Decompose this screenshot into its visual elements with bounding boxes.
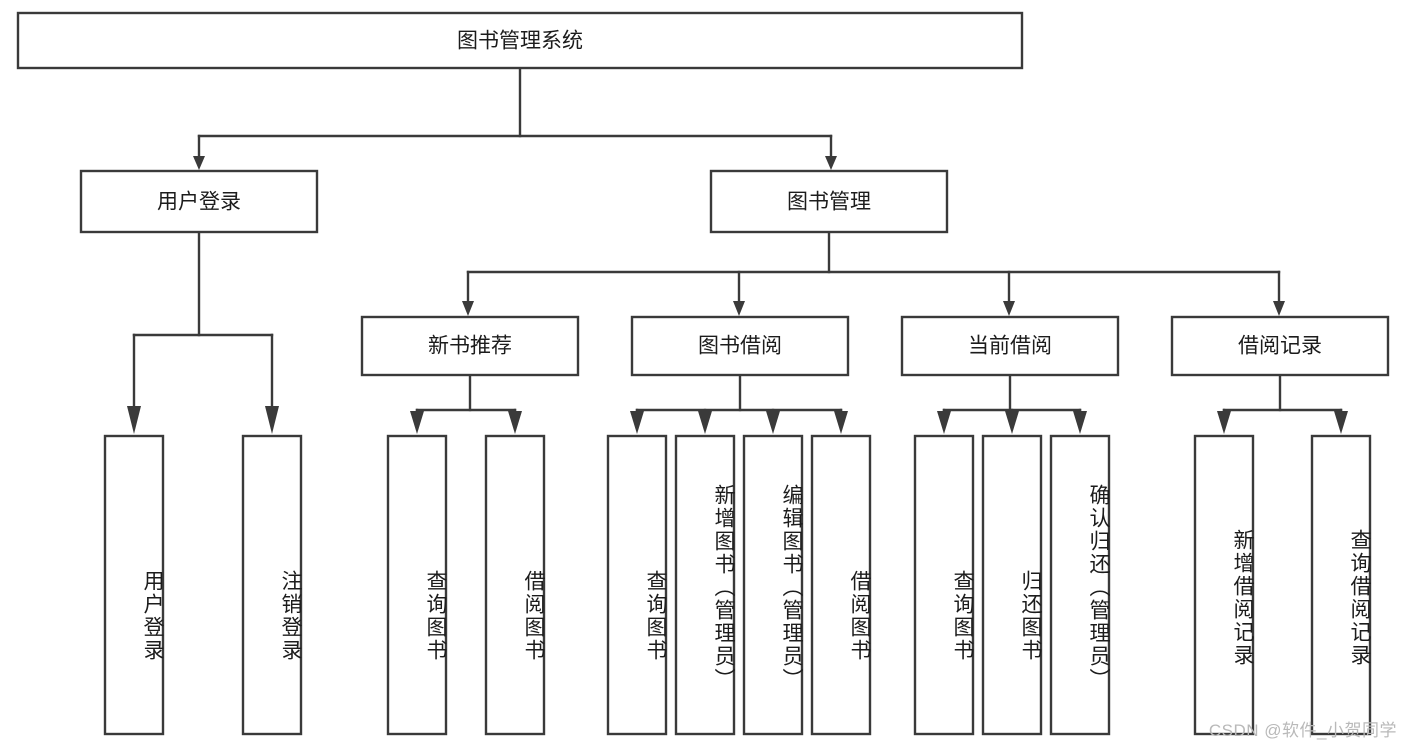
arrowhead-book-manage: [825, 156, 837, 170]
node-user-login[interactable]: [79, 169, 319, 234]
arrowhead-leaf-borrow-book-1: [508, 411, 522, 434]
arrowhead-new-book-rec: [462, 301, 474, 316]
arrowhead-leaf-add-record: [1217, 411, 1231, 434]
arrowhead-leaf-user-login: [127, 406, 141, 434]
arrowhead-leaf-confirm-return: [1073, 411, 1087, 434]
arrowhead-leaf-query-book-3: [937, 411, 951, 434]
node-book-manage-label: 图书管理: [787, 191, 871, 214]
connector-group-book-borrow: [630, 373, 848, 434]
node-new-book-rec-label: 新书推荐: [428, 335, 512, 358]
node-leaf-query-book-2[interactable]: [606, 434, 668, 736]
arrowhead-leaf-borrow-book-2: [834, 411, 848, 434]
node-leaf-borrow-book-1-label: 借阅图书: [522, 570, 545, 662]
node-user-login-label: 用户登录: [157, 191, 241, 214]
node-root-label: 图书管理系统: [457, 30, 583, 53]
node-leaf-add-book-label: 新增图书（管理员）: [712, 483, 735, 691]
node-book-borrow[interactable]: [630, 315, 850, 377]
node-leaf-add-book[interactable]: [674, 434, 736, 736]
arrowhead-user-login: [193, 156, 205, 170]
node-leaf-user-login[interactable]: [103, 434, 165, 736]
arrowhead-borrow-record: [1273, 301, 1285, 316]
node-leaf-borrow-book-1[interactable]: [484, 434, 546, 736]
connector-group-user-login: [127, 230, 279, 434]
arrowhead-leaf-query-book-2: [630, 411, 644, 434]
node-book-borrow-label: 图书借阅: [698, 335, 782, 358]
node-leaf-return-book-label: 归还图书: [1019, 570, 1042, 662]
node-current-borrow[interactable]: [900, 315, 1120, 377]
connector-group-book-manage: [462, 230, 1285, 316]
node-leaf-edit-book[interactable]: [742, 434, 804, 736]
connector-group-current-borrow: [937, 373, 1087, 434]
node-borrow-record[interactable]: [1170, 315, 1390, 377]
node-leaf-return-book[interactable]: [981, 434, 1043, 736]
arrowhead-leaf-user-logout: [265, 406, 279, 434]
node-leaf-query-book-3[interactable]: [913, 434, 975, 736]
node-leaf-query-book-2-label: 查询图书: [644, 570, 667, 662]
arrowhead-leaf-query-book-1: [410, 411, 424, 434]
node-root[interactable]: [16, 11, 1024, 70]
node-book-manage[interactable]: [709, 169, 949, 234]
node-leaf-add-record[interactable]: [1193, 434, 1255, 736]
connector-group-borrow-record: [1217, 373, 1348, 434]
node-leaf-add-record-label: 新增借阅记录: [1231, 529, 1254, 667]
arrowhead-leaf-add-book: [698, 411, 712, 434]
arrowhead-leaf-query-record: [1334, 411, 1348, 434]
node-new-book-rec[interactable]: [360, 315, 580, 377]
node-leaf-user-logout-label: 注销登录: [279, 570, 302, 662]
node-leaf-query-book-3-label: 查询图书: [951, 570, 974, 662]
node-leaf-query-book-1[interactable]: [386, 434, 448, 736]
arrowhead-book-borrow: [733, 301, 745, 316]
node-leaf-borrow-book-2[interactable]: [810, 434, 872, 736]
arrowhead-current-borrow: [1003, 301, 1015, 316]
node-leaf-edit-book-label: 编辑图书（管理员）: [780, 483, 803, 691]
node-current-borrow-label: 当前借阅: [968, 335, 1052, 358]
node-leaf-query-record-label: 查询借阅记录: [1348, 529, 1371, 667]
node-leaf-borrow-book-2-label: 借阅图书: [848, 570, 871, 662]
node-leaf-confirm-return[interactable]: [1049, 434, 1111, 736]
node-borrow-record-label: 借阅记录: [1238, 335, 1322, 358]
node-leaf-query-record[interactable]: [1310, 434, 1372, 736]
connector-group-root: [193, 66, 837, 170]
connector-group-new-book-rec: [410, 373, 522, 434]
watermark: CSDN @软件_小贺同学: [1208, 721, 1397, 740]
node-leaf-query-book-1-label: 查询图书: [424, 570, 447, 662]
arrowhead-leaf-edit-book: [766, 411, 780, 434]
node-leaf-confirm-return-label: 确认归还（管理员）: [1087, 483, 1110, 691]
node-leaf-user-logout[interactable]: [241, 434, 303, 736]
node-leaf-user-login-label: 用户登录: [141, 570, 164, 662]
arrowhead-leaf-return-book: [1005, 411, 1019, 434]
